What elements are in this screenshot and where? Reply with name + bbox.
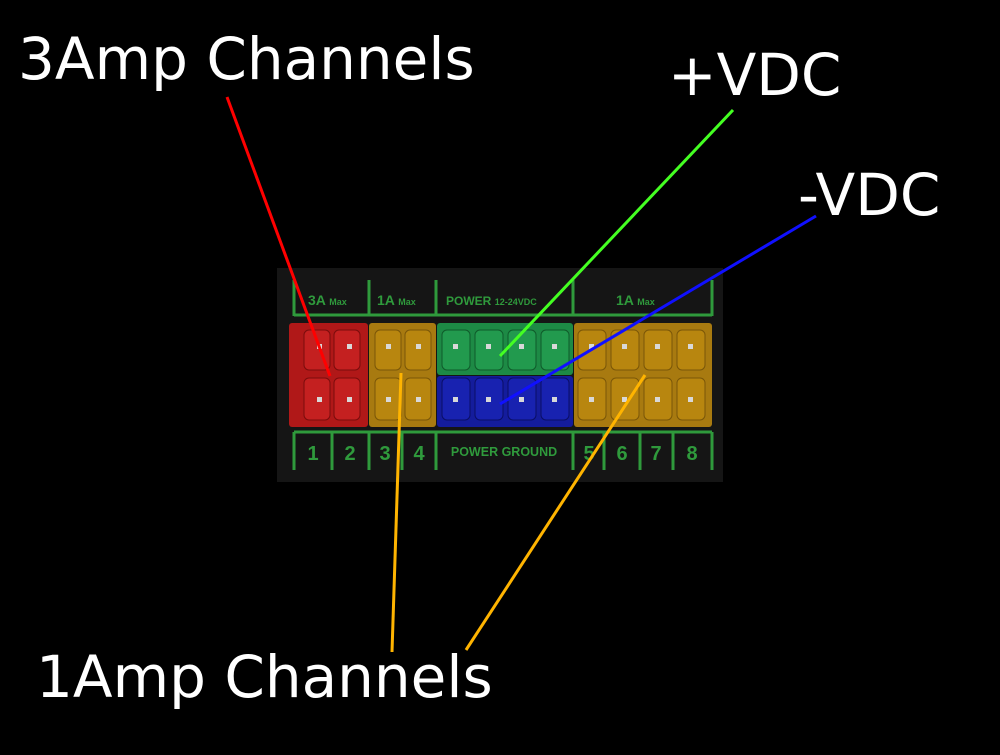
top-label-power: POWER 12-24VDC: [446, 294, 537, 308]
one-amp-pointer-line-right: [464, 374, 647, 651]
top-silkscreen: [292, 280, 714, 317]
negative-power-block: [437, 376, 573, 427]
channel-number: 3: [379, 443, 390, 465]
negative-pointer-line: [499, 214, 817, 406]
channel-number: 4: [413, 443, 425, 465]
channel-numbers: 1 2 3 4 5 6 7 8: [307, 443, 697, 465]
three-amp-channels-callout: 3Amp Channels: [18, 25, 475, 93]
positive-vdc-callout: +VDC: [668, 41, 842, 109]
channel-number: 8: [686, 443, 697, 465]
top-label-1a-right: 1A Max: [616, 292, 655, 308]
one-amp-block-left: [369, 323, 436, 427]
power-ground-label: POWER GROUND: [451, 445, 557, 459]
three-amp-pointer-line: [225, 96, 332, 377]
one-amp-block-right: [574, 323, 712, 427]
positive-pointer-line: [498, 108, 735, 358]
channel-number: 1: [307, 443, 318, 465]
channel-number: 7: [650, 443, 661, 465]
negative-vdc-callout: -VDC: [798, 161, 941, 229]
top-label-3a: 3A Max: [308, 292, 347, 308]
channel-number: 5: [583, 443, 594, 465]
top-label-1a-left: 1A Max: [377, 292, 416, 308]
channel-number: 6: [616, 443, 627, 465]
channel-number: 2: [344, 443, 355, 465]
one-amp-pointer-line-left: [390, 372, 403, 653]
one-amp-channels-callout: 1Amp Channels: [36, 643, 493, 711]
bottom-silkscreen: [292, 430, 714, 470]
